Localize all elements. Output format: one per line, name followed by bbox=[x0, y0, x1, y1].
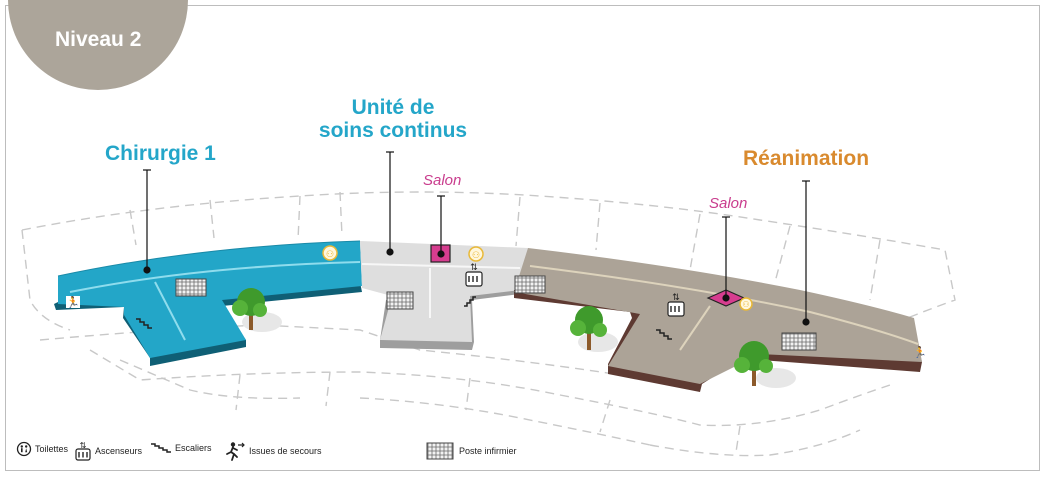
legend-item-toilets: Toilettes bbox=[16, 441, 68, 457]
svg-text:⇅: ⇅ bbox=[470, 263, 478, 273]
stairs-icon bbox=[151, 443, 171, 453]
unit-label-usc: Unité de soins continus bbox=[318, 96, 468, 142]
map-frame bbox=[5, 5, 1040, 471]
building-outlines bbox=[21, 191, 956, 457]
unit-label-reanimation: Réanimation bbox=[743, 147, 870, 170]
legend-label-elevators: Ascenseurs bbox=[95, 446, 143, 456]
nurse-station-icon bbox=[426, 442, 454, 460]
toilets-icon: ⚇ ⚇ ⚇ bbox=[322, 245, 753, 311]
elevator-icon: ⇅ ⇅ bbox=[465, 263, 685, 317]
svg-text:⇅: ⇅ bbox=[672, 293, 680, 303]
tree-icon bbox=[734, 341, 796, 388]
salon-label: Salon bbox=[709, 195, 748, 212]
reanimation-wing bbox=[514, 248, 922, 392]
svg-text:⇅: ⇅ bbox=[80, 441, 87, 450]
svg-text:🏃: 🏃 bbox=[913, 346, 927, 359]
emergency-exit-icon bbox=[226, 442, 245, 461]
nurse-station-icon bbox=[175, 275, 817, 351]
svg-text:⚇: ⚇ bbox=[472, 251, 480, 261]
svg-text:🏃: 🏃 bbox=[66, 296, 80, 309]
unit-label-usc-line1: Unité de bbox=[351, 96, 435, 119]
elevator-icon: ⇅ bbox=[75, 441, 91, 461]
level-title: Niveau 2 bbox=[55, 28, 142, 51]
legend-label-stairs: Escaliers bbox=[175, 443, 212, 453]
legend-label-toilets: Toilettes bbox=[35, 444, 69, 454]
stairs-icon bbox=[136, 296, 672, 340]
emergency-exit-icon: 🏃 🏃 bbox=[66, 296, 927, 359]
legend-item-exits: Issues de secours bbox=[224, 441, 322, 461]
svg-text:⚇: ⚇ bbox=[742, 300, 749, 309]
usc-wing bbox=[360, 241, 528, 350]
toilets-icon bbox=[16, 441, 32, 457]
leader-lines bbox=[143, 151, 810, 326]
tree-icon bbox=[232, 288, 282, 332]
legend-item-stairs: Escaliers bbox=[150, 441, 212, 455]
salon-label: Salon bbox=[423, 172, 462, 189]
tree-icon bbox=[570, 306, 618, 352]
unit-label-usc-line2: soins continus bbox=[318, 118, 468, 142]
unit-label-chirurgie: Chirurgie 1 bbox=[105, 142, 216, 165]
legend-item-nurse: Poste infirmier bbox=[426, 441, 517, 461]
legend-item-elevators: ⇅ Ascenseurs bbox=[74, 441, 142, 461]
legend-label-nurse: Poste infirmier bbox=[459, 446, 517, 456]
svg-text:⚇: ⚇ bbox=[326, 250, 334, 260]
legend-label-exits: Issues de secours bbox=[249, 446, 322, 456]
chirurgie-wing bbox=[54, 240, 362, 366]
